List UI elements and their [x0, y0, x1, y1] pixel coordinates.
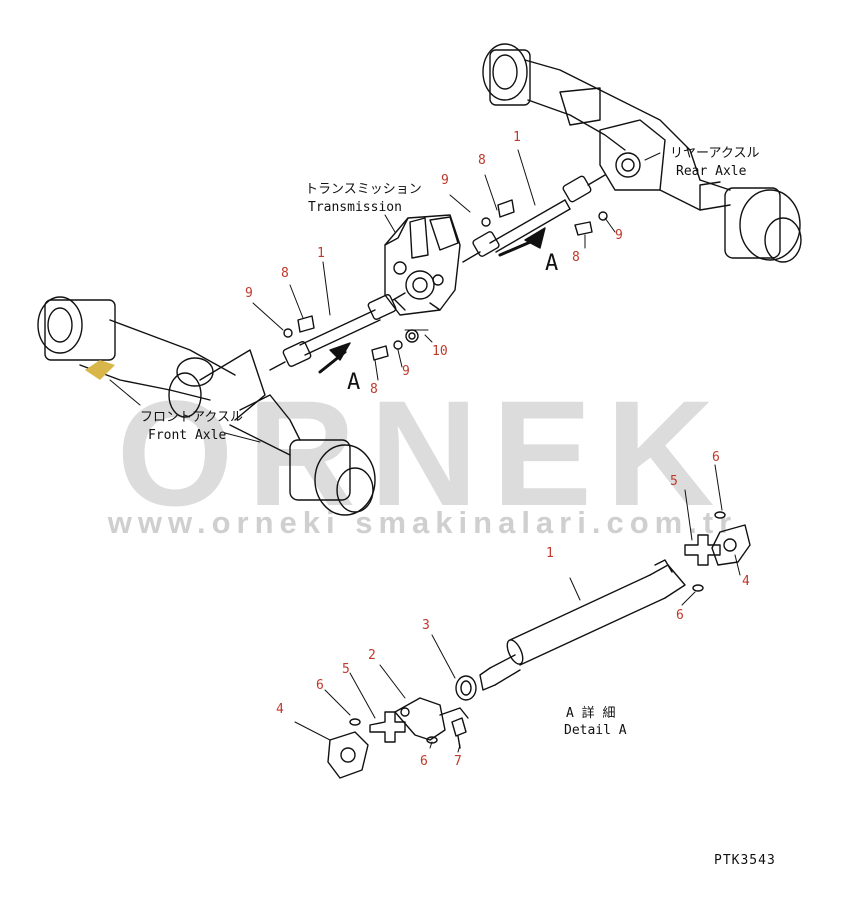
- callout-3: 3: [422, 618, 430, 633]
- callout-8: 8: [478, 153, 486, 168]
- rear-axle-label-en: Rear Axle: [676, 164, 747, 179]
- callout-1: 1: [513, 130, 521, 145]
- front-axle-label-jp: フロントアクスル: [140, 410, 243, 425]
- callout-4: 4: [276, 702, 284, 717]
- callout-9: 9: [402, 364, 410, 379]
- transmission-label-en: Transmission: [308, 200, 402, 215]
- leader-lines: [109, 149, 661, 443]
- callout-6: 6: [420, 754, 428, 769]
- view-arrow-a-lower: A: [347, 370, 361, 395]
- detail-a-label-jp: A 詳 細: [566, 706, 616, 721]
- detail-a-label-en: Detail A: [564, 723, 627, 738]
- callout-4: 4: [742, 574, 750, 589]
- front-axle-drawing: [37, 296, 376, 516]
- callout-5: 5: [670, 474, 678, 489]
- callout-8: 8: [572, 250, 580, 265]
- transmission-drawing: [384, 214, 461, 316]
- callout-8: 8: [370, 382, 378, 397]
- callout-6: 6: [712, 450, 720, 465]
- rear-axle-drawing: [482, 43, 802, 263]
- upper-shaft-drawing: [462, 174, 608, 263]
- lower-shaft-drawing: [269, 292, 429, 374]
- callout-8: 8: [281, 266, 289, 281]
- watermark-brand: ORNEK: [116, 369, 729, 537]
- callout-6: 6: [676, 608, 684, 623]
- callout-6: 6: [316, 678, 324, 693]
- rear-axle-label-jp: リヤーアクスル: [670, 146, 760, 161]
- callout-9: 9: [615, 228, 623, 243]
- view-arrow-a-upper: A: [545, 251, 559, 276]
- callout-7: 7: [454, 754, 462, 769]
- transmission-label-jp: トランスミッション: [305, 182, 422, 197]
- drawing-code: PTK3543: [714, 853, 776, 868]
- callout-5: 5: [342, 662, 350, 677]
- callout-1: 1: [317, 246, 325, 261]
- callout-2: 2: [368, 648, 376, 663]
- callout-1: 1: [546, 546, 554, 561]
- detail-a-drawing: [294, 464, 751, 779]
- front-axle-label-en: Front Axle: [148, 428, 227, 443]
- callout-9: 9: [245, 286, 253, 301]
- callout-10: 10: [432, 344, 448, 359]
- watermark-url: www.orneki smakinalari.com.tr: [107, 505, 738, 540]
- callout-9: 9: [441, 173, 449, 188]
